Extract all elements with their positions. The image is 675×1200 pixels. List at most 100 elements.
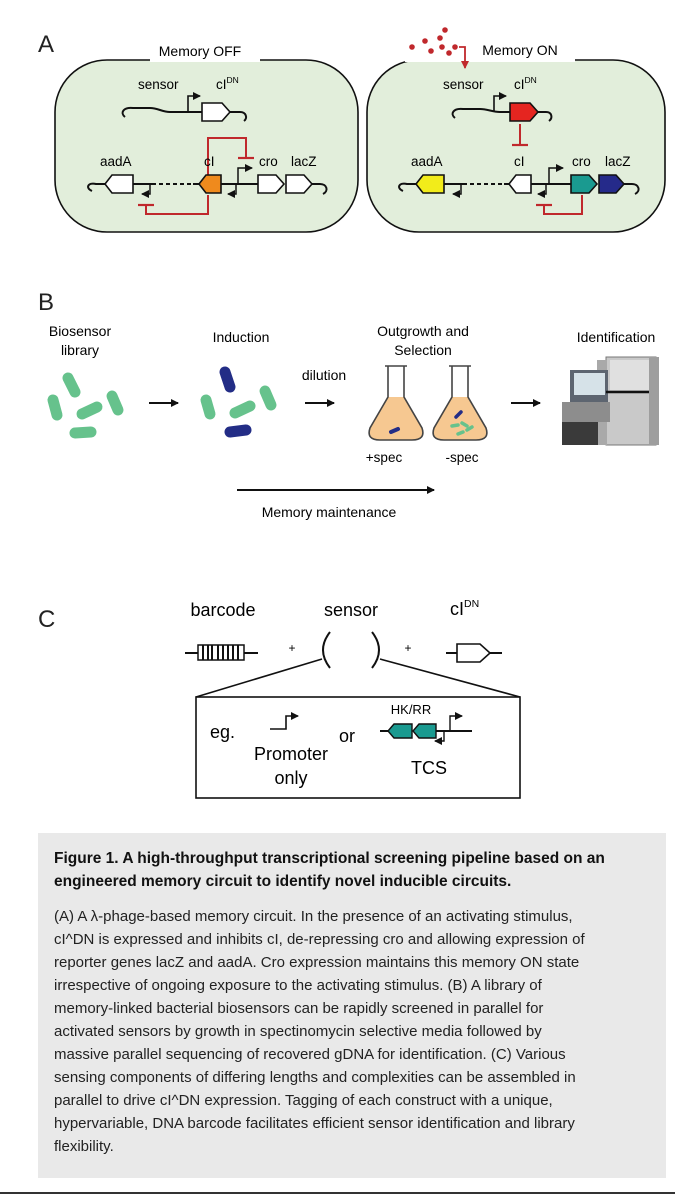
hkrr-label: HK/RR xyxy=(391,702,431,717)
flask-outline xyxy=(368,366,424,441)
panel-a-letter: A xyxy=(38,31,54,58)
dna-strand xyxy=(451,107,510,119)
aada-promoter xyxy=(452,184,462,198)
cro-label: cro xyxy=(259,154,278,169)
sensor-label: sensor xyxy=(138,77,179,92)
biosensor-library-bacteria xyxy=(47,372,124,439)
outgrowth-label-1: Outgrowth and xyxy=(377,323,469,339)
cidn-gene-icon xyxy=(446,643,502,663)
dilution-label: dilution xyxy=(302,367,346,383)
plus-spec-label: +spec xyxy=(366,450,403,465)
figure-illustration: A Memory OFF sensor cIDN aadA cI cro lac… xyxy=(38,27,666,799)
promoter-only-icon xyxy=(270,712,299,730)
stimulus-arrow xyxy=(459,46,469,69)
ci-label: cI xyxy=(514,154,525,169)
flask-liquid xyxy=(369,397,423,440)
title-gap xyxy=(150,38,260,62)
memory-on-title: Memory ON xyxy=(482,42,557,58)
ci-label: cI xyxy=(204,154,215,169)
caption-line: (A) A λ-phage-based memory circuit. In t… xyxy=(54,908,573,925)
biosensor-library-label-2: library xyxy=(61,342,99,358)
induced-bacteria xyxy=(200,366,277,438)
cro-promoter xyxy=(237,164,253,184)
promoter-label-2: only xyxy=(274,768,307,788)
cro-gene xyxy=(257,174,286,194)
plus-sign: + xyxy=(404,641,411,655)
biosensor-library-label-1: Biosensor xyxy=(49,323,112,339)
tcs-label: TCS xyxy=(411,758,447,778)
caption-body: (A) A λ-phage-based memory circuit. In t… xyxy=(54,905,650,1158)
figure-caption: Figure 1. A high-throughput transcriptio… xyxy=(38,833,666,1178)
expansion-line xyxy=(379,658,521,698)
sensor-label: sensor xyxy=(443,77,484,92)
flask-minus-spec xyxy=(432,365,488,441)
panel-c-letter: C xyxy=(38,606,55,633)
aada-label: aadA xyxy=(411,154,443,169)
cidn-gene xyxy=(201,102,232,122)
bacteria xyxy=(450,410,474,436)
page-bottom-rule xyxy=(0,1192,675,1194)
cro-label: cro xyxy=(572,154,591,169)
cro-promoter xyxy=(548,164,564,184)
cidn-label: cIDN xyxy=(450,598,479,619)
lacz-gene xyxy=(285,174,314,194)
dna-left-end xyxy=(398,182,416,192)
cro-gene-expressed xyxy=(570,174,599,194)
lacz-label: lacZ xyxy=(291,154,317,169)
stimulus-dots xyxy=(409,27,458,56)
memory-maintenance-label: Memory maintenance xyxy=(262,504,397,520)
sensor-label: sensor xyxy=(324,600,378,620)
aada-gene xyxy=(103,174,134,194)
sequencer-icon xyxy=(562,356,659,446)
promoter-arrow xyxy=(493,92,507,112)
cidn-label: cIDN xyxy=(514,75,537,92)
barcode-icon xyxy=(185,644,258,661)
sensor-examples-box xyxy=(195,696,521,799)
caption-title: Figure 1. A high-throughput transcriptio… xyxy=(54,850,605,890)
induction-label: Induction xyxy=(213,329,270,345)
memory-off-title: Memory OFF xyxy=(159,43,241,59)
ci-promoter xyxy=(537,184,547,198)
cidn-label: cIDN xyxy=(216,75,239,92)
caption-line: activated sensors by growth in spectinom… xyxy=(54,1023,542,1040)
eg-label: eg. xyxy=(210,722,235,742)
dna-strand-end xyxy=(538,111,553,122)
caption-line: parallel to drive cI^DN expression. Tagg… xyxy=(54,1092,553,1109)
aada-promoter xyxy=(141,184,151,198)
caption-line: sensing components of differing lengths … xyxy=(54,1069,576,1086)
caption-line: flexibility. xyxy=(54,1138,114,1155)
dna-right-end xyxy=(624,183,640,195)
dna-strand-end xyxy=(230,111,248,122)
repression-line xyxy=(145,195,209,215)
barcode-label: barcode xyxy=(190,600,255,620)
lacz-gene-expressed xyxy=(598,174,626,194)
expansion-line xyxy=(195,658,323,698)
cidn-gene-expressed xyxy=(509,102,540,122)
caption-line: memory-linked bacterial biosensors can b… xyxy=(54,1000,544,1017)
cell-body xyxy=(54,59,359,233)
dna-strand xyxy=(121,106,202,118)
or-label: or xyxy=(339,726,355,746)
lacz-label: lacZ xyxy=(605,154,631,169)
identification-label: Identification xyxy=(577,329,656,345)
memory-on-cell: Memory ON sensor cIDN aadA cI cro lacZ xyxy=(366,27,666,233)
tcs-construct-icon xyxy=(380,712,472,745)
dna-right-end xyxy=(312,183,328,195)
flask-plus-spec xyxy=(368,365,424,441)
aada-label: aadA xyxy=(100,154,132,169)
sensor-bracket-right xyxy=(371,631,380,669)
panel-b-letter: B xyxy=(38,289,54,316)
plus-sign: + xyxy=(288,641,295,655)
promoter-label-1: Promoter xyxy=(254,744,328,764)
ci-promoter xyxy=(227,184,237,198)
flask-outline xyxy=(432,366,488,441)
repression-line xyxy=(543,195,583,215)
repression-line xyxy=(207,137,247,177)
memory-off-cell: Memory OFF sensor cIDN aadA cI cro lacZ xyxy=(54,38,359,233)
caption-line: reporter genes lacZ and aadA. Cro expres… xyxy=(54,954,580,971)
minus-spec-label: -spec xyxy=(445,450,478,465)
sensor-bracket-left xyxy=(322,631,331,669)
caption-line: irrespective of ongoing exposure to the … xyxy=(54,977,542,994)
dna-left-end xyxy=(87,182,105,192)
title-gap xyxy=(405,30,575,62)
